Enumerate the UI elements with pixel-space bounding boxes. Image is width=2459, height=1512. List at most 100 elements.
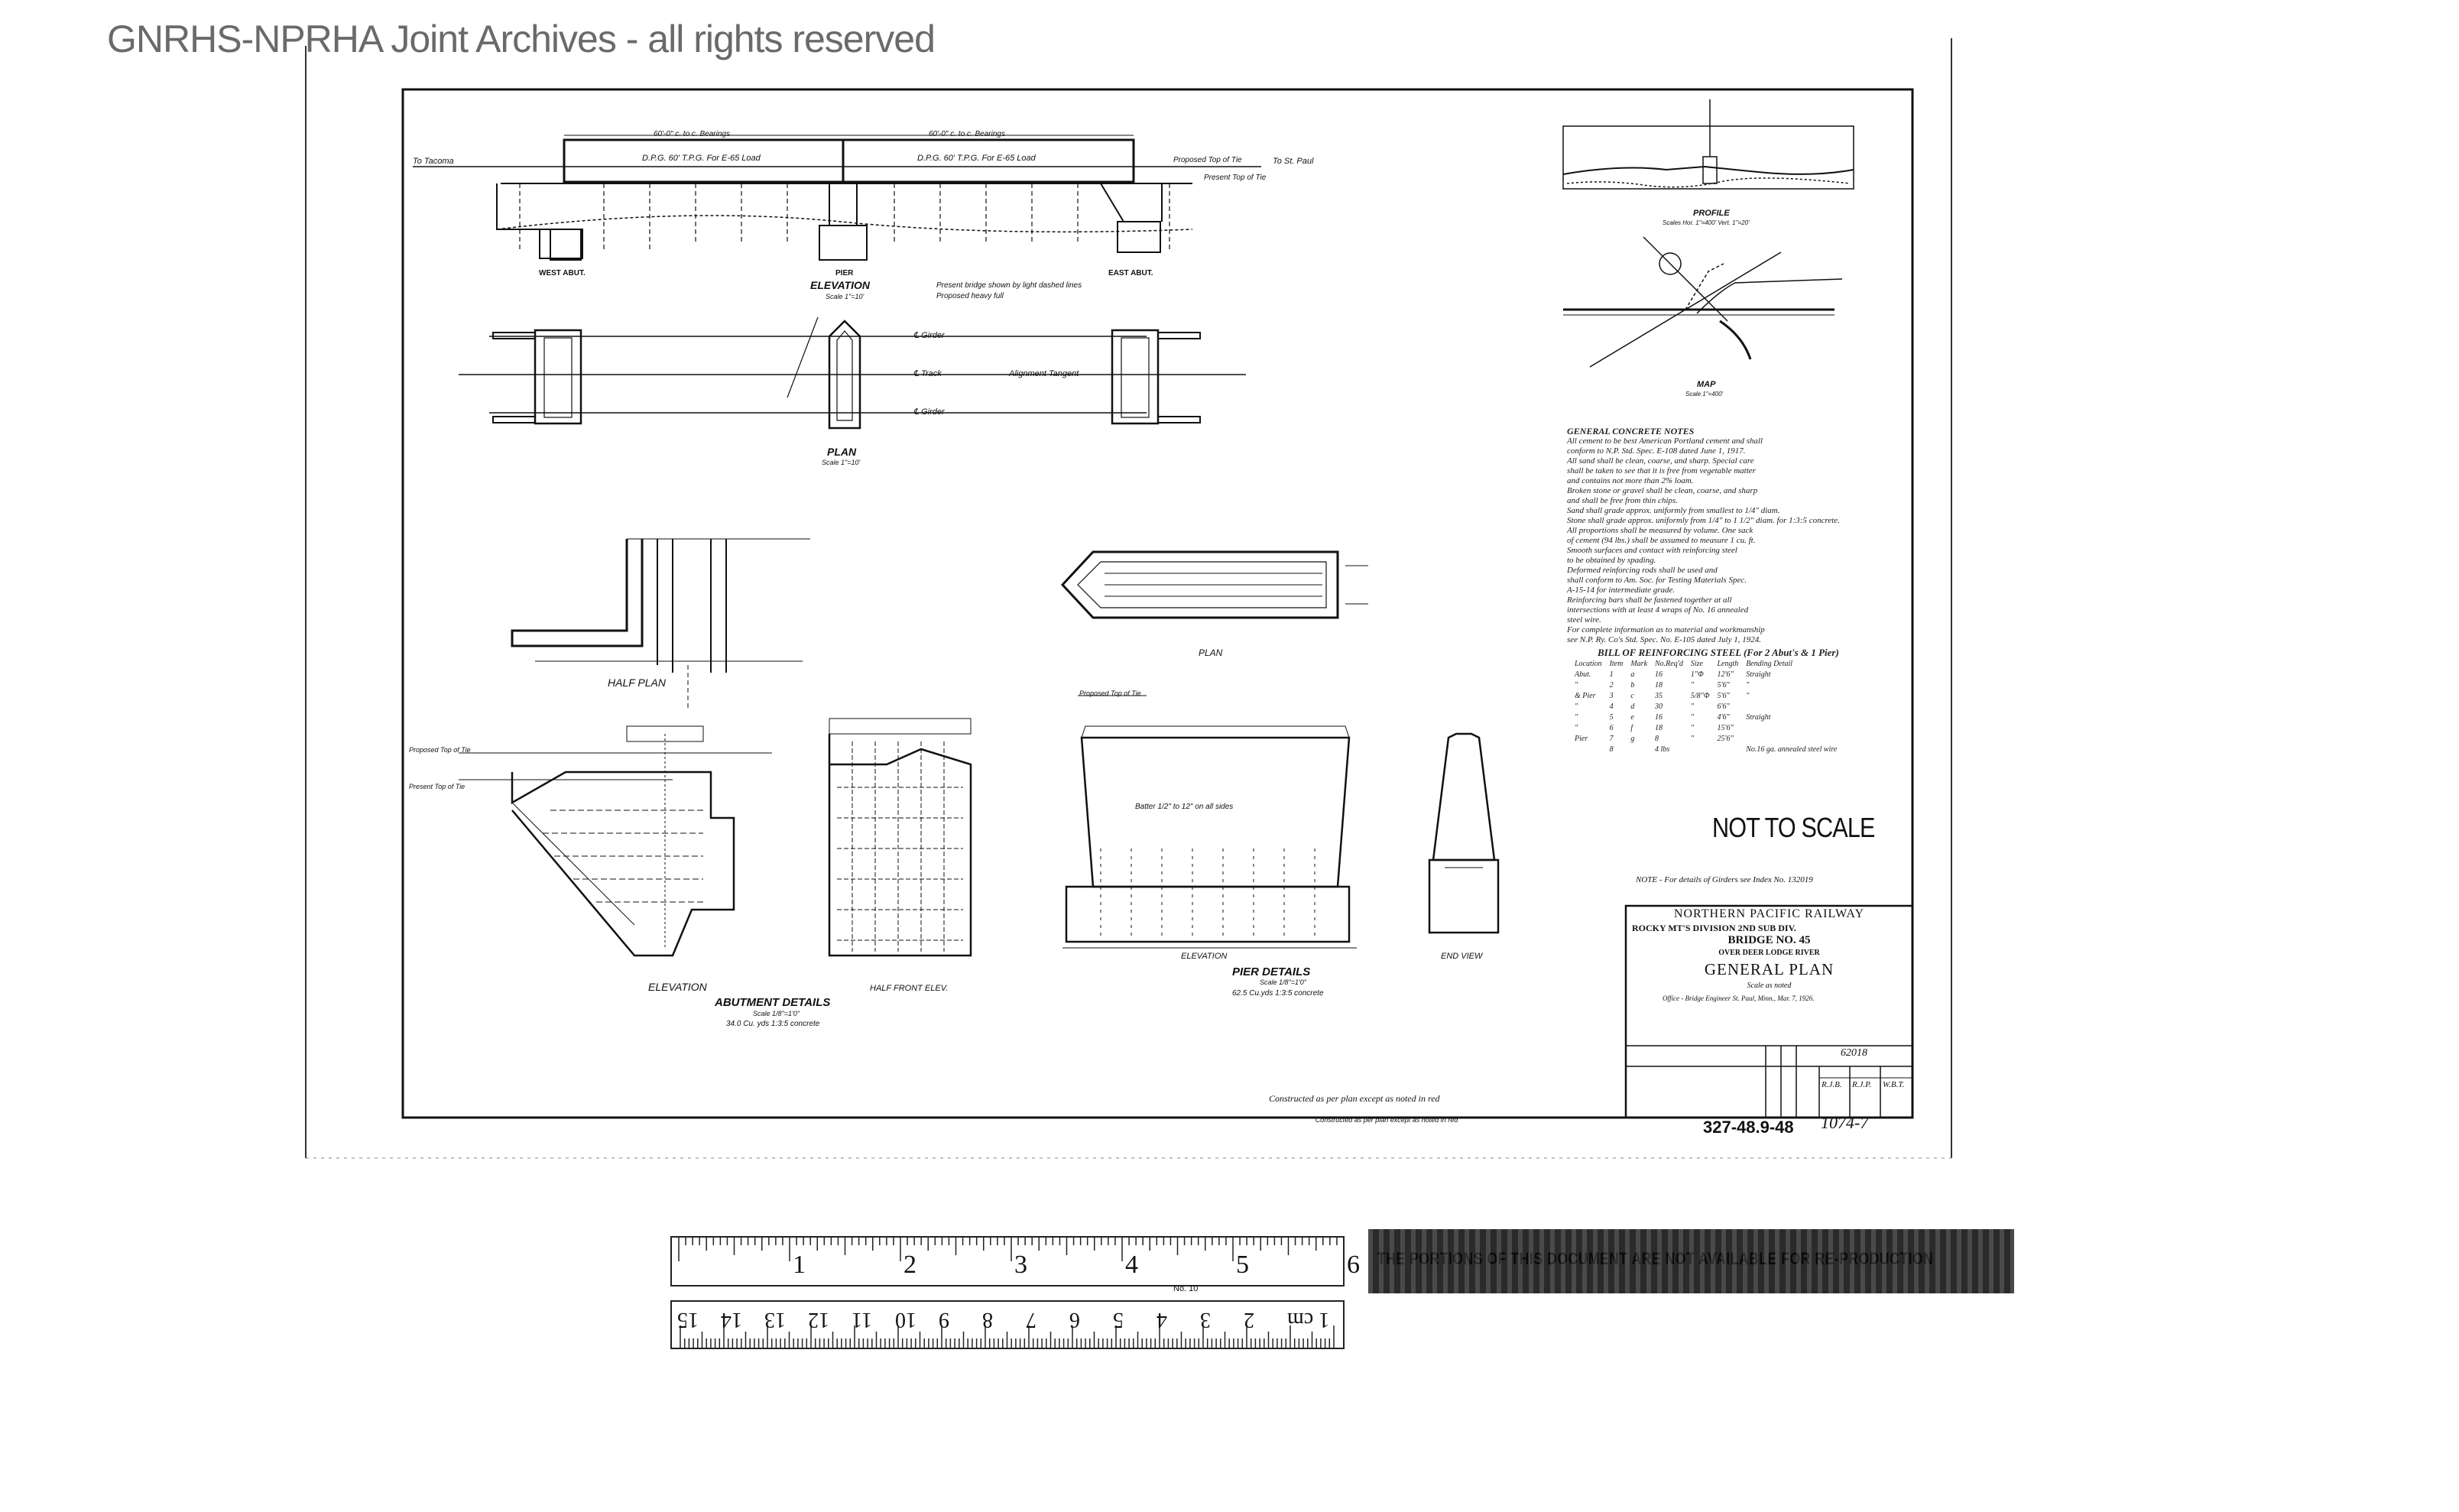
pier-concrete: 62.5 Cu.yds 1:3:5 concrete xyxy=(1232,989,1324,998)
notes-line: shall be taken to see that it is free fr… xyxy=(1567,466,1756,475)
bill-header-cell: Location xyxy=(1575,660,1602,668)
bill-cell: 4 xyxy=(1609,702,1614,711)
bill-cell: 8 xyxy=(1655,735,1659,743)
span-left: 60'-0" c. to c. Bearings xyxy=(654,130,730,138)
notes-line: and contains not more than 2% loam. xyxy=(1567,476,1694,485)
bill-cell: 3 xyxy=(1609,692,1614,700)
abut-proposed-tie: Proposed Top of Tie xyxy=(409,746,471,754)
bill-cell xyxy=(1742,723,1841,734)
general-concrete-notes: GENERAL CONCRETE NOTES All cement to be … xyxy=(1567,427,1896,645)
ruler-cm-label: 1 cm xyxy=(1287,1308,1330,1332)
bill-cell: 8 xyxy=(1609,745,1614,754)
bill-cell: Straight xyxy=(1746,670,1771,679)
ruler-cm-label: 13 xyxy=(764,1308,786,1332)
tb-sheet-title: GENERAL PLAN xyxy=(1704,960,1835,978)
elevation-title: ELEVATION xyxy=(810,279,871,291)
bridge-elevation xyxy=(413,135,1261,261)
notes-line: steel wire. xyxy=(1567,615,1601,625)
ruler-cm-label: 5 xyxy=(1113,1308,1124,1332)
profile-view xyxy=(1562,99,1854,190)
plan-scale: Scale 1"=10' xyxy=(822,459,860,466)
bill-cell: " xyxy=(1690,735,1695,743)
pier-elevation-title: ELEVATION xyxy=(1181,952,1227,961)
tb-initial-1: R.J.B. xyxy=(1822,1080,1842,1089)
ruler-cm-label: 9 xyxy=(939,1308,949,1332)
bill-cell: b xyxy=(1630,681,1635,689)
bill-cell: " xyxy=(1575,702,1578,711)
profile-title: PROFILE xyxy=(1693,209,1730,218)
end-view-title: END VIEW xyxy=(1441,952,1484,961)
bill-cell: Abut. xyxy=(1575,670,1591,679)
notes-line: and shall be free from thin chips. xyxy=(1567,496,1678,505)
elevation-scale: Scale 1"=10' xyxy=(826,293,864,300)
ruler-inch-label: 1 xyxy=(793,1251,806,1279)
bill-header-cell: No.Req'd xyxy=(1655,660,1683,668)
span-right: 60'-0" c. to c. Bearings xyxy=(929,130,1005,138)
west-abut: WEST ABUT. xyxy=(539,269,586,277)
notes-line: All cement to be best American Portland … xyxy=(1567,436,1763,446)
bill-cell: Straight xyxy=(1746,713,1771,722)
bill-cell: 35 xyxy=(1655,692,1663,700)
tb-drawing-no: 62018 xyxy=(1841,1047,1867,1059)
profile-scale: Scales Hor. 1"=400' Vert. 1"=20' xyxy=(1663,219,1750,226)
bill-cell: " xyxy=(1746,681,1750,689)
present-top-tie: Present Top of Tie xyxy=(1204,174,1267,182)
bill-cell: 18 xyxy=(1655,724,1663,732)
bill-cell: 16 xyxy=(1655,713,1663,722)
notes-line: shall conform to Am. Soc. for Testing Ma… xyxy=(1567,576,1747,585)
bill-cell: 16 xyxy=(1655,670,1663,679)
pier-scale: Scale 1/8"=1'0" xyxy=(1260,978,1307,986)
bill-cell: " xyxy=(1690,724,1695,732)
location-map xyxy=(1563,236,1843,368)
bill-cell: " xyxy=(1690,702,1695,711)
bill-cell: 1 xyxy=(1609,670,1614,679)
tb-division: ROCKY MT'S DIVISION 2ND SUB DIV. xyxy=(1632,923,1796,933)
tb-scale-note: Scale as noted xyxy=(1747,982,1792,990)
half-plan-title: HALF PLAN xyxy=(608,677,667,689)
ruler-cm-label: 4 xyxy=(1157,1308,1167,1332)
constructed-note-text: Constructed as per plan except as noted … xyxy=(1269,1093,1440,1104)
pier-details-title: PIER DETAILS xyxy=(1232,965,1310,978)
bill-cell: c xyxy=(1630,692,1634,700)
ruler-cm-label: 7 xyxy=(1026,1308,1036,1332)
notes-line: Deformed reinforcing rods shall be used … xyxy=(1567,566,1718,575)
label-to-tacoma: To Tacoma xyxy=(413,157,454,166)
bill-cell: 12'6" xyxy=(1717,670,1734,679)
ruler-inch-label: 6 xyxy=(1347,1251,1360,1279)
bill-cell: 6 xyxy=(1609,724,1614,732)
bill-cell: " xyxy=(1575,713,1578,722)
bill-cell xyxy=(1571,745,1606,755)
tb-initial-3: W.B.T. xyxy=(1883,1080,1905,1089)
ruler-cm-label: 11 xyxy=(852,1308,872,1332)
tb-bridge: BRIDGE NO. 45 xyxy=(1727,934,1811,946)
bill-cell: 30 xyxy=(1655,702,1663,711)
bill-cell: 18 xyxy=(1655,681,1663,689)
bill-cell: f xyxy=(1630,724,1633,732)
archive-watermark: GNRHS-NPRHA Joint Archives - all rights … xyxy=(107,18,936,60)
ruler-inch-label: 3 xyxy=(1014,1251,1027,1279)
ruler-cm-label: 8 xyxy=(982,1308,993,1332)
bill-cell: 5/8"Φ xyxy=(1690,692,1710,700)
notes-line: to be obtained by spading. xyxy=(1567,556,1656,565)
bill-cell: 1"Φ xyxy=(1690,670,1704,679)
present-bridge-note: Present bridge shown by light dashed lin… xyxy=(936,281,1082,290)
bill-cell: 5'6" xyxy=(1717,681,1730,689)
file-number: 327-48.9-48 xyxy=(1703,1118,1794,1137)
proposed-heavy-note: Proposed heavy full xyxy=(936,292,1004,300)
bill-cell: " xyxy=(1575,681,1578,689)
bill-cell: a xyxy=(1630,670,1635,679)
ruler-cm-label: 15 xyxy=(677,1308,699,1332)
notes-line: Sand shall grade approx. uniformly from … xyxy=(1567,506,1780,515)
pier-proposed-tie: Proposed Top of Tie xyxy=(1079,689,1141,697)
bill-cell: d xyxy=(1630,702,1635,711)
bill-cell: 2 xyxy=(1609,681,1614,689)
title-block xyxy=(1624,904,1914,1119)
bill-cell: 15'6" xyxy=(1717,724,1734,732)
bill-cell: " xyxy=(1575,724,1578,732)
